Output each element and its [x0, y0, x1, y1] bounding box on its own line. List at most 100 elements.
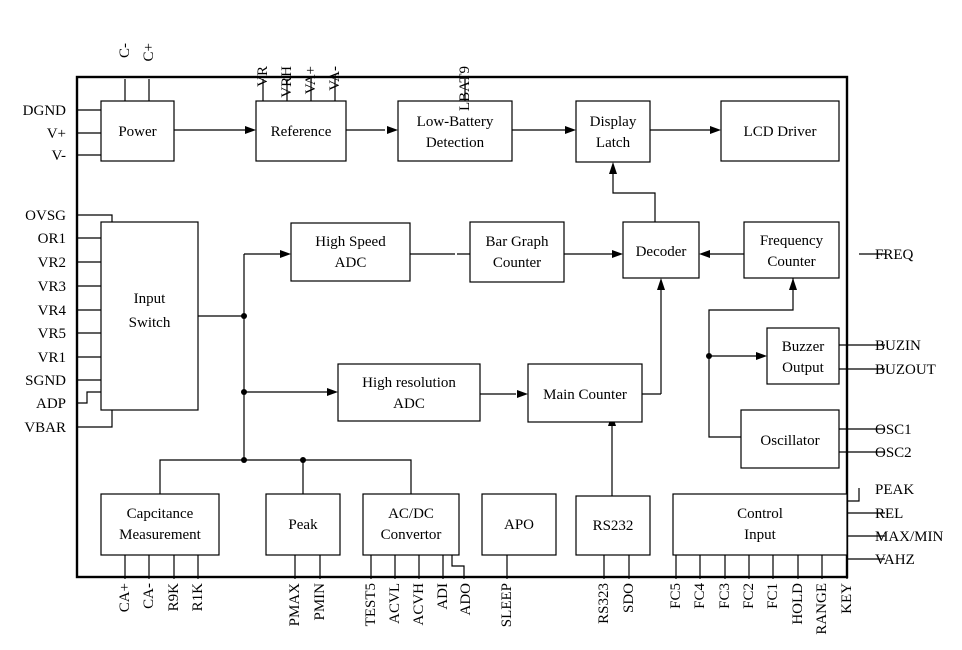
- pin-label: RS323: [596, 583, 612, 624]
- pin-label: OR1: [38, 231, 66, 247]
- bottom-pin-labels: CA+ CA- R9K R1K PMAX PMIN TEST5 ACVL ACV…: [117, 583, 855, 635]
- junction-dot: [706, 353, 712, 359]
- pin-label: FC3: [717, 583, 733, 609]
- block-high-speed-adc: High Speed ADC: [290, 222, 411, 282]
- block-label: Input: [134, 291, 166, 307]
- arrowhead: [657, 278, 665, 290]
- pin-label: ADP: [36, 396, 66, 412]
- pin-label: REL: [875, 506, 903, 522]
- block-label: Display: [590, 114, 637, 130]
- block-label: Switch: [129, 315, 171, 331]
- pin-label: FC2: [741, 583, 757, 609]
- block-ac-dc-convertor: AC/DC Convertor: [362, 493, 460, 556]
- pin-label: FREQ: [875, 247, 914, 263]
- arrowhead: [327, 388, 338, 396]
- pin-label: VA+: [303, 66, 319, 94]
- pin-label: HOLD: [790, 583, 806, 625]
- pin-label: VA-: [327, 66, 343, 91]
- pin-label: ACVH: [411, 583, 427, 626]
- junction-dots: [241, 313, 712, 463]
- block-high-resolution-adc: High resolution ADC: [337, 363, 481, 422]
- pin-label: VBAR: [24, 420, 66, 436]
- pin-label: FC1: [765, 583, 781, 609]
- pin-label: VR: [255, 66, 271, 87]
- arrowheads: [245, 126, 797, 426]
- pin-label: DGND: [23, 103, 66, 119]
- block-label: Counter: [767, 254, 815, 270]
- block-bar-graph-counter: Bar Graph Counter: [469, 221, 565, 283]
- block-reference: Reference: [255, 100, 347, 162]
- pin-label: CA-: [141, 583, 157, 609]
- pin-label: VR4: [38, 303, 67, 319]
- pin-label: CA+: [117, 583, 133, 612]
- block-label: Frequency: [760, 233, 824, 249]
- pin-label: VR2: [38, 255, 66, 271]
- block-decoder: Decoder: [622, 221, 700, 279]
- arrowhead: [789, 278, 797, 290]
- left-pin-labels: DGND V+ V- OVSG OR1 VR2 VR3 VR4 VR5 VR1 …: [23, 103, 67, 436]
- block-label: APO: [504, 517, 534, 533]
- pin-label: PMAX: [287, 583, 303, 627]
- block-label: High Speed: [315, 234, 386, 250]
- block-label: Decoder: [636, 244, 687, 260]
- pin-label: SLEEP: [499, 583, 515, 627]
- pin-label: PEAK: [875, 482, 914, 498]
- pin-label: FC5: [668, 583, 684, 609]
- block-power: Power: [100, 100, 175, 162]
- arrowhead: [710, 126, 721, 134]
- block-label: Control: [737, 506, 783, 522]
- block-label: Capcitance: [127, 506, 194, 522]
- block-lcd-driver: LCD Driver: [720, 100, 840, 162]
- pin-label: SGND: [25, 373, 66, 389]
- arrowhead: [699, 250, 710, 258]
- pin-label: R1K: [190, 583, 206, 612]
- block-label: Bar Graph: [486, 234, 549, 250]
- block-label: Main Counter: [543, 387, 627, 403]
- junction-dot: [241, 313, 247, 319]
- pin-label: TEST5: [363, 583, 379, 626]
- block-buzzer-output: Buzzer Output: [766, 327, 840, 385]
- block-display-latch: Display Latch: [575, 100, 651, 163]
- block-control-input: Control Input: [672, 493, 848, 556]
- pin-label: VAHZ: [875, 552, 915, 568]
- pin-label: VR3: [38, 279, 66, 295]
- junction-dot: [241, 457, 247, 463]
- pin-label: KEY: [839, 583, 855, 614]
- pin-label: VR1: [38, 350, 66, 366]
- arrowhead: [609, 162, 617, 174]
- pin-label: LBAT9: [457, 66, 473, 111]
- right-pin-labels: FREQ BUZIN BUZOUT OSC1 OSC2 PEAK REL MAX…: [875, 247, 944, 568]
- block-label: Measurement: [119, 527, 201, 543]
- pin-label: BUZOUT: [875, 362, 936, 378]
- arrowhead: [756, 352, 767, 360]
- pin-label: OVSG: [25, 208, 66, 224]
- block-label: ADC: [335, 255, 367, 271]
- arrowhead: [245, 126, 256, 134]
- junction-dot: [241, 389, 247, 395]
- arrowhead: [565, 126, 576, 134]
- pin-label: OSC1: [875, 422, 912, 438]
- block-rs232: RS232: [575, 495, 651, 556]
- pin-label: MAX/MIN: [875, 529, 944, 545]
- pin-label: ADO: [458, 583, 474, 616]
- block-label: High resolution: [362, 375, 456, 391]
- pin-label: BUZIN: [875, 338, 921, 354]
- pin-label: SDO: [621, 583, 637, 613]
- block-capacitance-measurement: Capcitance Measurement: [100, 493, 220, 556]
- pin-label: ADI: [435, 583, 451, 610]
- block-label: Latch: [596, 135, 631, 151]
- pin-label: ACVL: [387, 583, 403, 624]
- junction-dot: [300, 457, 306, 463]
- top-pin-labels: C- C+ VR VRH VA+ VA- LBAT9: [117, 43, 473, 111]
- pin-label: C-: [117, 43, 133, 58]
- block-label: Peak: [288, 517, 318, 533]
- block-label: Output: [782, 360, 825, 376]
- block-low-battery-detection: Low-Battery Detection: [397, 100, 513, 162]
- arrowhead: [387, 126, 398, 134]
- arrowhead: [280, 250, 291, 258]
- arrowhead: [517, 390, 528, 398]
- block-label: LCD Driver: [744, 124, 817, 140]
- block-label: Detection: [426, 135, 485, 151]
- pin-label: V-: [52, 148, 66, 164]
